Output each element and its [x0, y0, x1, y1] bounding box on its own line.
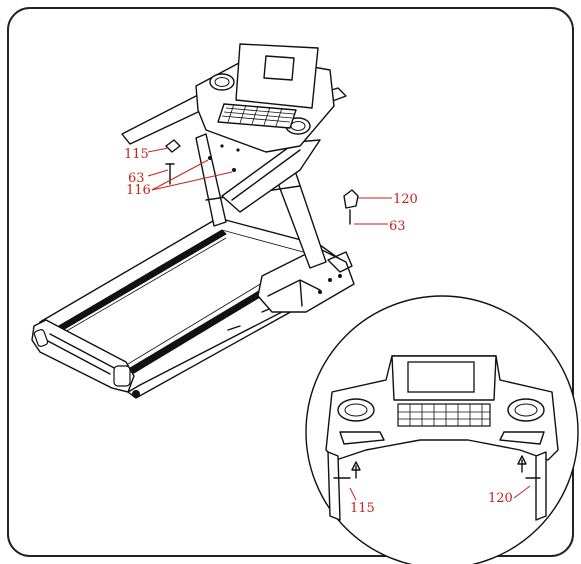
console-mast-detail [231, 149, 301, 201]
leader-116-a [151, 159, 209, 191]
detail-left-trim [339, 431, 385, 445]
label-63-right: 63 [389, 219, 406, 234]
rear-roller-right [113, 365, 131, 387]
washer-116-a [208, 156, 212, 160]
arrow-up-icon [517, 455, 527, 473]
washer-116-b [232, 168, 236, 172]
motor-hood-bolt [328, 278, 332, 282]
detail-leader-115 [349, 487, 357, 501]
detail-view [305, 295, 579, 564]
detail-label-120: 120 [488, 491, 513, 506]
leader-63-left [147, 169, 169, 177]
motor-hood-detail [267, 279, 321, 307]
detail-right-cup-holder-inner [514, 403, 538, 417]
base-bracket [327, 251, 353, 273]
rear-roller-left [33, 329, 49, 347]
bracket-120-hardware [343, 189, 359, 209]
motor-hood-bolt [338, 274, 342, 278]
label-116: 116 [126, 183, 151, 198]
right-cup-holder-inner [290, 121, 306, 131]
left-upright [195, 133, 227, 227]
leader-116-b [151, 171, 233, 191]
mast-hole [220, 144, 224, 148]
detail-label-115: 115 [350, 501, 375, 516]
belt-inner-line [57, 237, 227, 337]
deck-foot [132, 390, 140, 398]
detail-left-upright [327, 451, 341, 521]
detail-keypad [397, 403, 491, 427]
main-callout-lines [147, 147, 392, 225]
detail-screen [407, 361, 475, 393]
left-cup-holder-inner [214, 77, 230, 87]
treadmill-illustration [31, 43, 359, 399]
label-115: 115 [124, 147, 149, 162]
motor-hood-bolt [318, 290, 322, 294]
diagram-frame [7, 7, 574, 557]
rear-cap-detail [45, 333, 119, 375]
console-mast [221, 139, 321, 213]
detail-left-cup-holder-inner [344, 403, 368, 417]
console-keypad [217, 103, 297, 129]
console-screen [263, 55, 295, 81]
detail-right-trim [499, 431, 545, 445]
leader-115 [147, 147, 169, 153]
detail-right-upright [535, 451, 547, 521]
label-63-left: 63 [128, 171, 145, 186]
arrow-up-icon [351, 461, 361, 479]
bolt-115-hardware [165, 139, 181, 153]
label-120: 120 [393, 192, 418, 207]
mast-hole [236, 148, 240, 152]
detail-leader-120 [513, 485, 531, 499]
